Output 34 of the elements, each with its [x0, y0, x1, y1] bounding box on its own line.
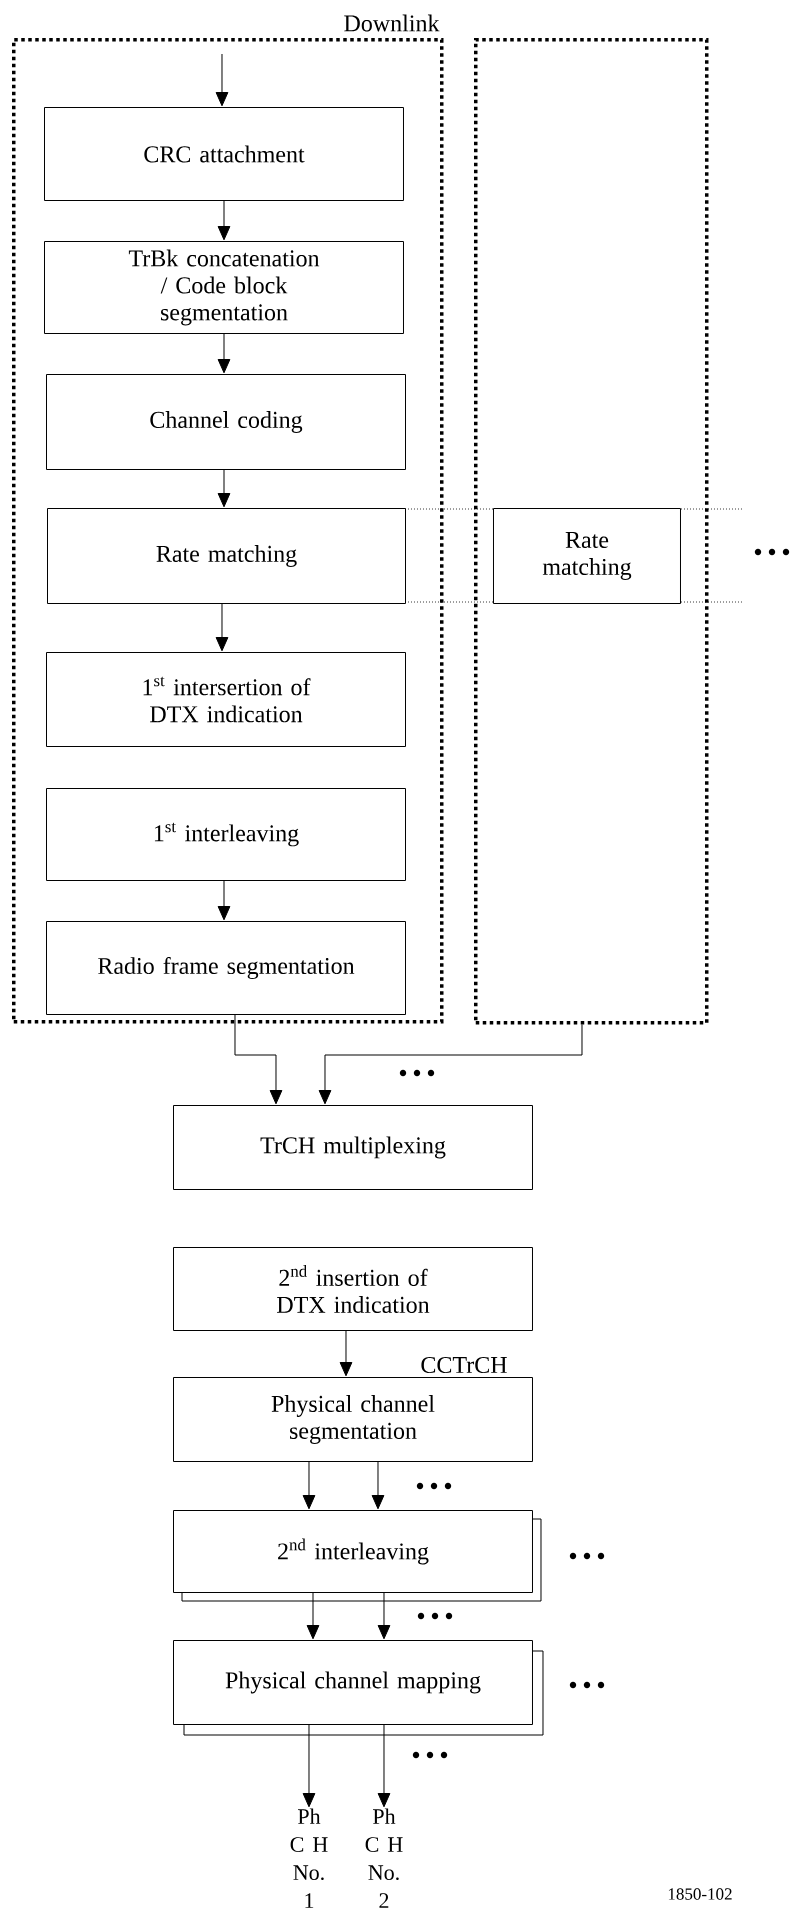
arrow [377, 1724, 391, 1808]
arrow [217, 333, 231, 374]
group-heading: Downlink [344, 14, 440, 32]
arrow [217, 469, 231, 508]
arrow [306, 1592, 320, 1640]
arrow [377, 1592, 391, 1640]
process-box: Rate matching [47, 508, 406, 604]
process-box: CRC attachment [44, 107, 404, 201]
arrow [215, 53, 229, 107]
stacked-process-box: 2$^{nd}$ interleaving [173, 1510, 542, 1602]
process-box: Channel coding [46, 374, 406, 470]
arrow [234, 1014, 283, 1105]
process-box: Rate matching [493, 508, 681, 604]
arrow [302, 1724, 316, 1808]
process-box: TrBk concatenation / Code block segmentation [44, 241, 404, 334]
process-box: 1$^{st}$ intersertion of DTX indication [46, 652, 406, 747]
process-box: 1$^{st}$ interleaving [46, 788, 406, 881]
dotted-group-frame [474, 38, 709, 1025]
channel-label: CCTrCH [421, 1356, 507, 1374]
arrow [217, 200, 231, 241]
process-box: Physical channel segmentation [173, 1377, 533, 1462]
stacked-process-box: Physical channel mapping [173, 1640, 544, 1736]
arrow [302, 1461, 316, 1510]
process-box: 2$^{nd}$ insertion of DTX indication [173, 1247, 533, 1331]
figure-number: 1850-102 [668, 1888, 732, 1900]
process-box: TrCH multiplexing [173, 1105, 533, 1190]
arrow [371, 1461, 385, 1510]
arrow [215, 603, 229, 652]
arrow [318, 1024, 583, 1105]
arrow [339, 1330, 353, 1377]
process-box: Radio frame segmentation [46, 921, 406, 1015]
arrow [217, 880, 231, 921]
channel-label: Ph C H No. 1 [290, 1808, 328, 1908]
channel-label: Ph C H No. 2 [365, 1808, 403, 1908]
